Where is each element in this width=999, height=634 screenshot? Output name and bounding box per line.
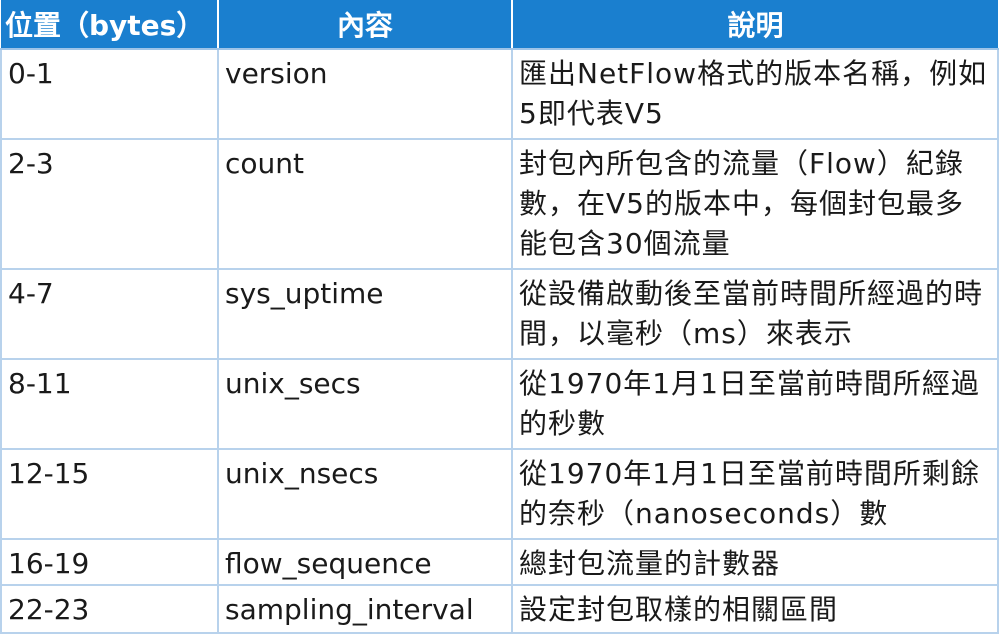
cell-field: version xyxy=(217,49,513,140)
table-row: 22-23 sampling_interval 設定封包取樣的相關區間 xyxy=(0,585,999,634)
cell-position: 12-15 xyxy=(0,449,219,540)
table-row: 8-11 unix_secs 從1970年1月1日至當前時間所經過的秒數 xyxy=(0,359,999,450)
cell-field: sampling_interval xyxy=(217,585,513,634)
table-row: 12-15 unix_nsecs 從1970年1月1日至當前時間所剩餘的奈秒（n… xyxy=(0,449,999,540)
cell-field: count xyxy=(217,139,513,270)
cell-description: 從設備啟動後至當前時間所經過的時間，以毫秒（ms）來表示 xyxy=(511,269,999,360)
cell-field: unix_secs xyxy=(217,359,513,450)
table-header-row: 位置（bytes） 內容 說明 xyxy=(1,0,998,50)
table-row: 2-3 count 封包內所包含的流量（Flow）紀錄數，在V5的版本中，每個封… xyxy=(0,139,999,270)
table-row: 16-19 flow_sequence 總封包流量的計數器 xyxy=(0,539,999,586)
cell-field: flow_sequence xyxy=(217,539,513,586)
table-row: 0-1 version 匯出NetFlow格式的版本名稱，例如5即代表V5 xyxy=(0,49,999,140)
cell-position: 16-19 xyxy=(0,539,219,586)
table-row: 4-7 sys_uptime 從設備啟動後至當前時間所經過的時間，以毫秒（ms）… xyxy=(0,269,999,360)
cell-description: 封包內所包含的流量（Flow）紀錄數，在V5的版本中，每個封包最多能包含30個流… xyxy=(511,139,999,270)
cell-description: 總封包流量的計數器 xyxy=(511,539,999,586)
header-description: 說明 xyxy=(511,0,998,50)
cell-position: 2-3 xyxy=(0,139,219,270)
cell-description: 匯出NetFlow格式的版本名稱，例如5即代表V5 xyxy=(511,49,999,140)
cell-position: 4-7 xyxy=(0,269,219,360)
cell-position: 22-23 xyxy=(0,585,219,634)
cell-position: 0-1 xyxy=(0,49,219,140)
cell-description: 從1970年1月1日至當前時間所經過的秒數 xyxy=(511,359,999,450)
cell-field: sys_uptime xyxy=(217,269,513,360)
header-position: 位置（bytes） xyxy=(1,0,218,50)
cell-field: unix_nsecs xyxy=(217,449,513,540)
header-field: 內容 xyxy=(217,0,512,50)
cell-description: 設定封包取樣的相關區間 xyxy=(511,585,999,634)
cell-position: 8-11 xyxy=(0,359,219,450)
cell-description: 從1970年1月1日至當前時間所剩餘的奈秒（nanoseconds）數 xyxy=(511,449,999,540)
